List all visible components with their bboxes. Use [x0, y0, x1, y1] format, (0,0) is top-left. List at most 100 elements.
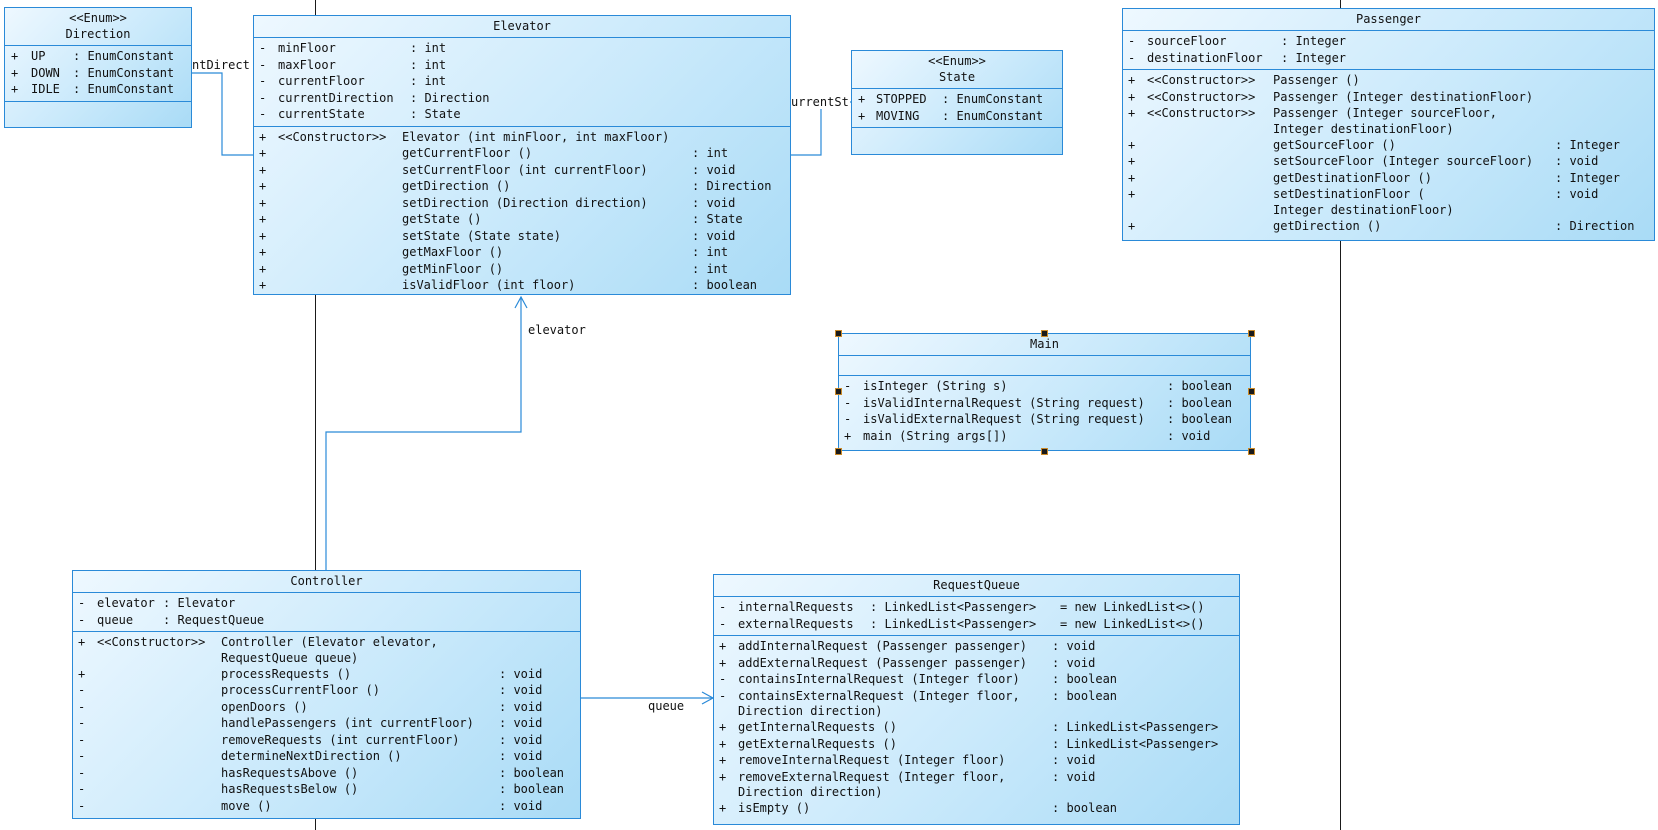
queue-role-label: queue	[647, 699, 686, 713]
enum-literals: +STOPPED: EnumConstant +MOVING: EnumCons…	[852, 89, 1062, 128]
state-association-line	[791, 101, 851, 156]
operation-row: +getInternalRequests (): LinkedList<Pass…	[719, 720, 1219, 734]
operation-row: +setSourceFloor (Integer sourceFloor): v…	[1128, 154, 1599, 168]
operation-row: -containsInternalRequest (Integer floor)…	[719, 672, 1118, 686]
operation-row: -hasRequestsAbove (): boolean	[78, 765, 565, 780]
resize-handle-top-middle[interactable]	[1041, 330, 1048, 337]
operation-row: -hasRequestsBelow (): boolean	[78, 782, 565, 796]
class-name: Passenger	[1355, 12, 1422, 26]
queue-arrowhead	[701, 691, 715, 705]
operation-row: +setState (State state): void	[259, 228, 736, 243]
resize-handle-bottom-middle[interactable]	[1041, 448, 1048, 455]
direction-association-line	[192, 72, 253, 156]
enum-literal: +UP: EnumConstant	[11, 49, 175, 63]
operation-row: -removeRequests (int currentFloor): void	[78, 732, 543, 747]
attribute-row: -destinationFloor: Integer	[1128, 50, 1347, 65]
enum-literal: +STOPPED: EnumConstant	[858, 92, 1044, 106]
resize-handle-bottom-left[interactable]	[835, 448, 842, 455]
elevator-role-label: elevator	[527, 323, 587, 337]
attribute-compartment: -sourceFloor: Integer -destinationFloor:…	[1123, 31, 1654, 70]
operation-row: +main (String args[]): void	[844, 428, 1211, 443]
operation-row: +isValidFloor (int floor): boolean	[259, 278, 758, 292]
operation-row: +setDestinationFloor (: void	[1128, 187, 1599, 201]
attribute-row: -maxFloor: int	[259, 57, 447, 72]
operation-row: +<<Constructor>>Controller (Elevator ele…	[78, 635, 438, 649]
operation-row: +setCurrentFloor (int currentFloor): voi…	[259, 162, 736, 177]
resize-handle-top-right[interactable]	[1248, 330, 1255, 337]
operation-row: +getState (): State	[259, 212, 743, 226]
attribute-row: -elevator: Elevator	[78, 596, 236, 610]
attribute-compartment: -minFloor: int -maxFloor: int -currentFl…	[254, 38, 790, 127]
empty-compartment	[5, 102, 191, 107]
attribute-row: -queue: RequestQueue	[78, 612, 265, 627]
class-header: Elevator	[254, 16, 790, 38]
operation-row: -determineNextDirection (): void	[78, 749, 543, 763]
operation-row: -containsExternalRequest (Integer floor,…	[719, 688, 1118, 703]
elevator-arrowhead	[514, 295, 528, 309]
stereotype-label: <<Enum>>	[928, 54, 986, 68]
operation-compartment: +addInternalRequest (Passenger passenger…	[714, 636, 1239, 820]
class-header: Controller	[73, 571, 580, 593]
class-name: Elevator	[493, 19, 551, 33]
attribute-row: -currentState: State	[259, 107, 461, 121]
class-name: Controller	[290, 574, 363, 588]
class-header: <<Enum>> State	[852, 51, 1062, 89]
operation-row: +getDirection (): Direction	[1128, 218, 1635, 233]
operation-row: -isValidExternalRequest (String request)…	[844, 412, 1233, 426]
operation-row-continuation: Integer destinationFloor)	[1273, 202, 1454, 217]
operation-row: +setDirection (Direction direction): voi…	[259, 195, 736, 210]
attribute-row: -minFloor: int	[259, 41, 447, 55]
operation-row: +getExternalRequests (): LinkedList<Pass…	[719, 736, 1219, 751]
direction-enum-box[interactable]: <<Enum>> Direction +UP: EnumConstant +DO…	[4, 7, 192, 128]
operation-compartment: +<<Constructor>>Controller (Elevator ele…	[73, 632, 580, 817]
swimlane-divider-left	[315, 0, 316, 830]
resize-handle-middle-left[interactable]	[835, 388, 842, 395]
enum-literal: +DOWN: EnumConstant	[11, 65, 175, 80]
operation-row: +isEmpty (): boolean	[719, 801, 1118, 815]
enum-literal: +MOVING: EnumConstant	[858, 108, 1044, 123]
passenger-class-box[interactable]: Passenger -sourceFloor: Integer -destina…	[1122, 8, 1655, 241]
operation-row: +addExternalRequest (Passenger passenger…	[719, 655, 1096, 670]
operation-row: -handlePassengers (int currentFloor): vo…	[78, 716, 543, 730]
enum-literal: +IDLE: EnumConstant	[11, 82, 175, 96]
operation-compartment: -isInteger (String s): boolean -isValidI…	[839, 376, 1250, 447]
enum-literals: +UP: EnumConstant +DOWN: EnumConstant +I…	[5, 46, 191, 102]
operation-row: +<<Constructor>>Passenger (Integer desti…	[1128, 89, 1534, 104]
operation-row: -isInteger (String s): boolean	[844, 379, 1233, 393]
operation-row: +addInternalRequest (Passenger passenger…	[719, 639, 1096, 653]
state-enum-box[interactable]: <<Enum>> State +STOPPED: EnumConstant +M…	[851, 50, 1063, 155]
operation-row-continuation: Direction direction)	[738, 704, 883, 718]
operation-row: +<<Constructor>>Elevator (int minFloor, …	[259, 129, 670, 144]
operation-compartment: +<<Constructor>>Passenger () +<<Construc…	[1123, 70, 1654, 237]
resize-handle-top-left[interactable]	[835, 330, 842, 337]
controller-class-box[interactable]: Controller -elevator: Elevator -queue: R…	[72, 570, 581, 819]
attribute-row: -currentFloor: int	[259, 74, 447, 88]
elevator-class-box[interactable]: Elevator -minFloor: int -maxFloor: int -…	[253, 15, 791, 295]
operation-row: +processRequests (): void	[78, 666, 543, 681]
stereotype-label: <<Enum>>	[69, 11, 127, 25]
class-header: Main	[839, 334, 1250, 356]
class-header: <<Enum>> Direction	[5, 8, 191, 46]
controller-elevator-association-line	[325, 297, 522, 570]
main-class-box[interactable]: Main -isInteger (String s): boolean -isV…	[838, 333, 1251, 451]
resize-handle-bottom-right[interactable]	[1248, 448, 1255, 455]
operation-row: +getSourceFloor (): Integer	[1128, 137, 1621, 152]
attribute-compartment: -internalRequests: LinkedList<Passenger>…	[714, 597, 1239, 636]
operation-row: +removeExternalRequest (Integer floor,: …	[719, 769, 1096, 784]
requestqueue-class-box[interactable]: RequestQueue -internalRequests: LinkedLi…	[713, 574, 1240, 825]
class-header: Passenger	[1123, 9, 1654, 31]
attribute-row: -internalRequests: LinkedList<Passenger>…	[719, 600, 1205, 614]
operation-row: +getMinFloor (): int	[259, 261, 729, 276]
attribute-row: -currentDirection: Direction	[259, 90, 490, 105]
class-header: RequestQueue	[714, 575, 1239, 597]
operation-row-continuation: RequestQueue queue)	[221, 650, 359, 665]
empty-compartment	[852, 128, 1062, 133]
direction-role-label: ntDirect	[191, 58, 251, 72]
class-name: Direction	[65, 27, 131, 41]
operation-row: -isValidInternalRequest (String request)…	[844, 395, 1233, 410]
attribute-row: -externalRequests: LinkedList<Passenger>…	[719, 616, 1205, 631]
operation-row: +getDestinationFloor (): Integer	[1128, 170, 1621, 185]
resize-handle-middle-right[interactable]	[1248, 388, 1255, 395]
operation-row-continuation: Direction direction)	[738, 785, 883, 799]
class-name: RequestQueue	[933, 578, 1020, 592]
